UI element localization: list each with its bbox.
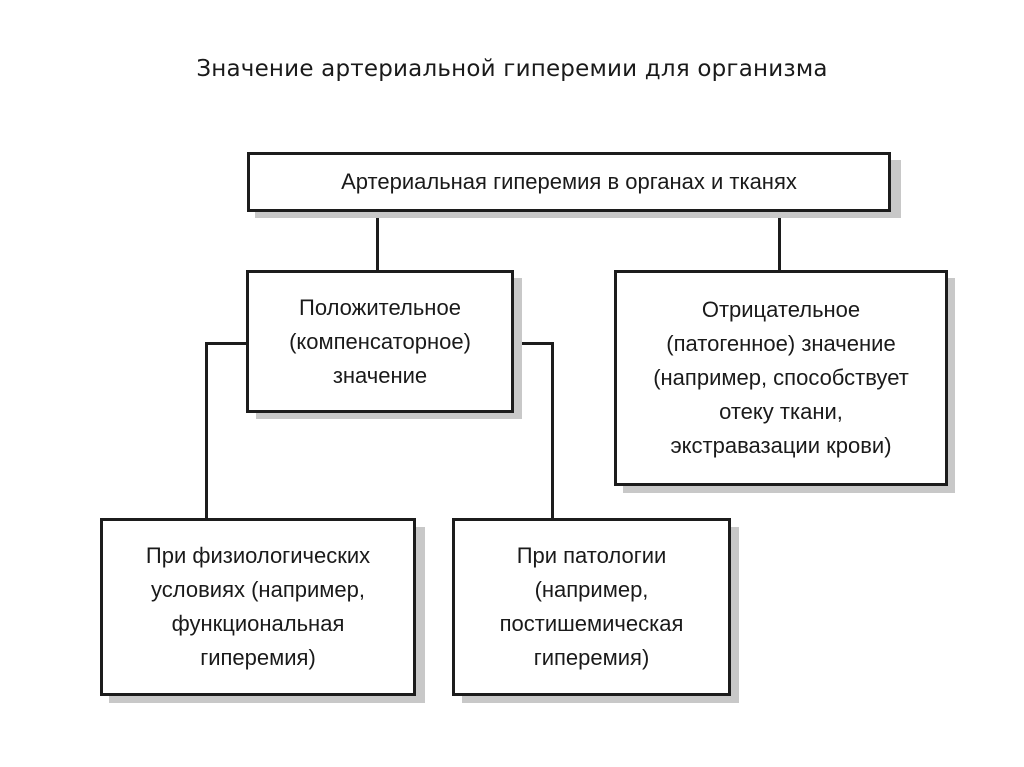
connector-root-to-negative — [778, 210, 781, 272]
root-box: Артериальная гиперемия в органах и тканя… — [247, 152, 891, 212]
connector-root-to-positive — [376, 210, 379, 272]
positive-box: Положительное (компенсаторное) значение — [246, 270, 514, 413]
connector-positive-to-pathology-v — [551, 342, 554, 520]
negative-box: Отрицательное (патогенное) значение (нап… — [614, 270, 948, 486]
connector-positive-to-physiological-h — [205, 342, 248, 345]
physiological-box: При физиологических условиях (например, … — [100, 518, 416, 696]
pathology-box: При патологии (например, постишемическая… — [452, 518, 731, 696]
connector-positive-to-pathology-h — [512, 342, 554, 345]
slide-title: Значение артериальной гиперемии для орга… — [196, 56, 828, 82]
connector-positive-to-physiological-v — [205, 342, 208, 520]
